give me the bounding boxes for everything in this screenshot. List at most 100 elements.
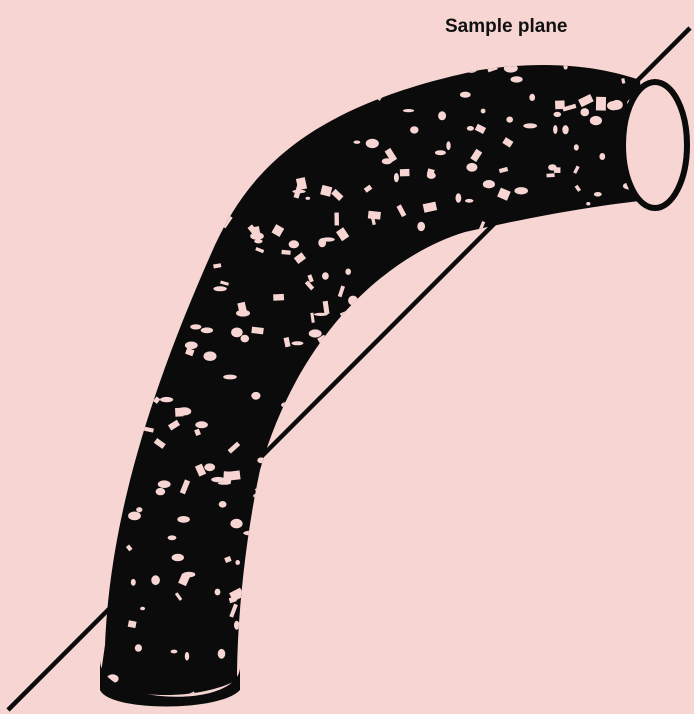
pore-speckle [484, 235, 490, 247]
pore-speckle [534, 701, 547, 706]
pore-speckle [165, 72, 178, 79]
pore-speckle [211, 477, 225, 482]
pore-speckle [220, 186, 233, 195]
pore-speckle [247, 102, 254, 112]
pore-speckle [637, 356, 643, 362]
pore-speckle [546, 173, 554, 177]
pore-speckle [481, 109, 486, 114]
pore-speckle [158, 480, 171, 488]
pore-speckle [101, 512, 108, 518]
pore-speckle [293, 551, 305, 557]
pore-speckle [282, 101, 291, 112]
pore-speckle [532, 566, 542, 574]
pore-speckle [164, 329, 176, 337]
pore-speckle [539, 263, 546, 272]
pore-speckle [422, 415, 427, 424]
pore-speckle [195, 111, 206, 115]
pore-speckle [261, 539, 271, 550]
pore-speckle [420, 323, 427, 332]
pore-speckle [263, 113, 274, 121]
pore-speckle [446, 315, 454, 319]
pore-speckle [110, 508, 123, 514]
pore-speckle [417, 688, 427, 700]
tube-body [100, 65, 648, 695]
pore-speckle [626, 281, 630, 288]
pore-speckle [571, 517, 585, 530]
pore-speckle [394, 173, 399, 182]
pore-speckle [378, 530, 383, 534]
pore-speckle [190, 324, 201, 329]
pore-speckle [493, 278, 503, 285]
pore-speckle [514, 287, 521, 298]
pore-speckle [92, 660, 99, 669]
pore-speckle [600, 287, 609, 294]
pore-speckle [114, 215, 123, 222]
pore-speckle [467, 562, 472, 572]
pore-speckle [574, 144, 579, 150]
pore-speckle [447, 578, 456, 584]
pore-speckle [345, 269, 351, 275]
pore-speckle [530, 339, 542, 344]
pore-speckle [423, 573, 431, 582]
pore-speckle [593, 597, 598, 603]
pore-speckle [606, 623, 620, 626]
pore-speckle [625, 312, 632, 316]
pore-speckle [499, 345, 507, 358]
pore-speckle [99, 457, 107, 465]
pore-speckle [541, 299, 545, 307]
pore-speckle [586, 202, 590, 205]
pore-speckle [585, 652, 589, 659]
pore-speckle [618, 645, 624, 653]
pore-speckle [310, 674, 323, 686]
pore-speckle [490, 494, 495, 499]
pore-speckle [283, 72, 293, 79]
pore-speckle [286, 407, 292, 415]
pore-speckle [483, 180, 495, 188]
pore-speckle [174, 71, 186, 81]
pore-speckle [384, 75, 389, 80]
pore-speckle [304, 647, 316, 658]
pore-speckle [588, 478, 599, 489]
pore-speckle [338, 353, 352, 367]
pore-speckle [435, 150, 446, 155]
pore-speckle [459, 527, 472, 534]
pore-speckle [479, 267, 487, 271]
pore-speckle [414, 346, 421, 353]
pore-speckle [273, 294, 284, 301]
pore-speckle [446, 141, 450, 150]
pore-speckle [345, 438, 355, 447]
pore-speckle [574, 684, 586, 691]
pore-speckle [562, 322, 573, 327]
pore-speckle [136, 109, 145, 114]
pore-speckle [403, 109, 414, 112]
pore-speckle [246, 675, 250, 680]
pore-speckle [634, 666, 642, 671]
pore-speckle [487, 267, 501, 273]
pore-speckle [514, 482, 524, 488]
pore-speckle [452, 341, 459, 348]
pore-speckle [291, 69, 298, 79]
pore-speckle [351, 440, 361, 452]
pore-speckle [576, 492, 584, 498]
pore-speckle [376, 471, 388, 477]
pore-speckle [457, 238, 468, 248]
pore-speckle [234, 90, 248, 101]
pore-speckle [111, 152, 119, 158]
pore-speckle [309, 329, 322, 337]
pore-speckle [599, 153, 605, 160]
pore-speckle [108, 212, 118, 221]
pore-speckle [131, 136, 142, 142]
pore-speckle [526, 551, 538, 560]
pore-speckle [366, 139, 379, 148]
pore-speckle [634, 544, 646, 551]
pore-speckle [457, 426, 466, 436]
pore-speckle [517, 519, 528, 523]
pore-speckle [455, 490, 468, 501]
pore-speckle [364, 52, 370, 60]
pore-speckle [420, 447, 425, 454]
pore-speckle [201, 327, 213, 333]
pore-speckle [108, 515, 118, 524]
pore-speckle [251, 392, 260, 400]
pore-speckle [344, 73, 357, 81]
pore-speckle [413, 534, 426, 546]
